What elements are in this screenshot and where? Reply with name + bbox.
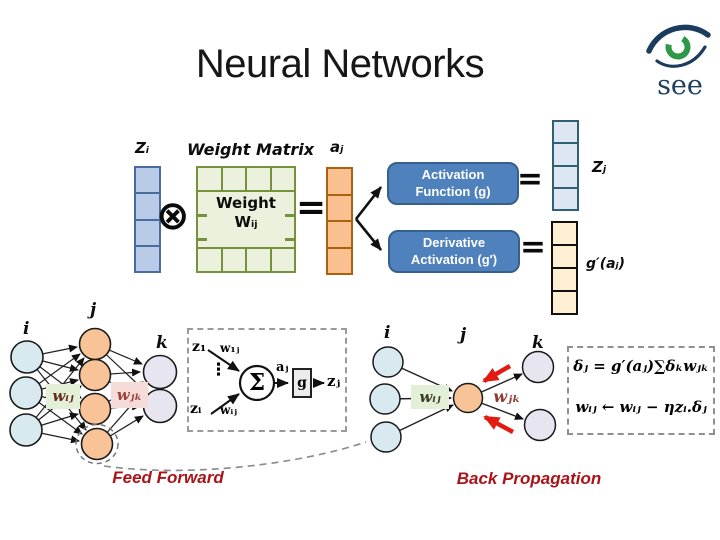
vector-cell: [553, 223, 576, 244]
zj-vector: [552, 120, 579, 211]
activation-function-box: Activation Function (g): [387, 162, 519, 205]
vector-cell: [136, 168, 159, 192]
bp-layer-k-label: k: [532, 333, 544, 353]
slide-title: Neural Networks: [195, 42, 485, 86]
circled-times-icon: ⊗: [156, 193, 190, 239]
eye-icon: [646, 24, 711, 68]
ff-node-i2: [9, 376, 43, 410]
vector-cell: [554, 186, 577, 209]
ff-wjk-label: wⱼₖ: [111, 382, 148, 408]
activation-box-line1: Activation: [421, 166, 485, 182]
detail-w1j-label: w₁ⱼ: [220, 341, 240, 355]
derivative-box-line2: Activation (g′): [410, 251, 498, 267]
detail-dots: ⋮: [210, 360, 227, 380]
activation-box-line2: Function (g): [415, 183, 491, 199]
bp-wij-label: wᵢⱼ: [411, 385, 449, 409]
g-label: g: [297, 375, 307, 391]
ff-node-k2: [142, 388, 178, 424]
back-propagation-caption: Back Propagation: [456, 469, 602, 488]
vector-cell: [554, 164, 577, 187]
ff-layer-j-label: j: [90, 300, 97, 320]
activation-g-box: g: [292, 368, 312, 398]
detail-z1-label: z₁: [192, 339, 207, 355]
equals-sign: =: [520, 229, 546, 265]
detail-wij-label: wᵢⱼ: [220, 403, 237, 417]
ff-node-i3: [9, 413, 43, 447]
matrix-text-line2: Wᵢⱼ: [234, 213, 258, 231]
aj-vector: [326, 167, 353, 275]
bp-layer-j-label: j: [460, 325, 467, 345]
bp-node-k1: [521, 350, 555, 384]
vector-cell: [554, 122, 577, 142]
matrix-bottom-row: [198, 247, 294, 271]
vector-cell: [328, 169, 351, 194]
ff-nodes: [9, 327, 178, 461]
equals-sign: =: [517, 161, 543, 197]
feed-forward-network: [9, 327, 367, 472]
detail-zj-label: zⱼ: [327, 372, 341, 390]
detail-zi-label: zᵢ: [190, 401, 202, 417]
aj-vector-label: aⱼ: [330, 138, 344, 156]
feed-forward-caption: Feed Forward: [112, 468, 224, 487]
weight-update-formula: wᵢⱼ ← wᵢⱼ − ηzᵢ.δⱼ: [575, 398, 707, 416]
bp-node-k2: [523, 408, 557, 442]
g-prime-aj-vector: [551, 221, 578, 315]
vector-cell: [553, 267, 576, 290]
neuron-detail-box: [187, 328, 347, 432]
detail-aj-label: aⱼ: [276, 360, 289, 375]
see-logo: see: [644, 20, 716, 106]
ff-node-i1: [10, 340, 44, 374]
bp-error-arrows: [482, 364, 515, 434]
derivative-box-line1: Derivative: [422, 234, 486, 250]
matrix-top-row: [198, 168, 294, 192]
derivative-activation-box: Derivative Activation (g′): [388, 230, 520, 273]
bp-wjk-label: wⱼₖ: [493, 387, 521, 406]
weight-matrix: Weight Wᵢⱼ: [196, 166, 296, 273]
g-prime-aj-label: g′(aⱼ): [586, 256, 626, 272]
ff-highlight-ellipse: [75, 423, 119, 465]
bp-node-i1: [372, 346, 404, 378]
ff-node-j3: [78, 392, 112, 426]
vector-cell: [328, 193, 351, 221]
ff-zoom-curve: [103, 441, 367, 472]
ff-node-j1: [78, 327, 112, 361]
zi-vector-label: Zᵢ: [135, 139, 150, 157]
ff-node-j4: [80, 427, 114, 461]
ff-layer-k-label: k: [156, 333, 168, 353]
bp-node-i3: [370, 421, 402, 453]
equals-sign: =: [296, 187, 327, 228]
ff-node-k1: [142, 354, 178, 390]
matrix-text-line1: Weight: [216, 194, 276, 212]
delta-formula: δⱼ = g′(aⱼ)∑δₖwⱼₖ: [573, 357, 709, 375]
vector-cell: [328, 220, 351, 247]
vector-cell: [553, 244, 576, 267]
ff-layer-i-label: i: [23, 319, 30, 339]
ff-node-j2: [78, 358, 112, 392]
aj-branch-arrows: [354, 186, 383, 251]
bp-node-j: [452, 382, 484, 414]
zj-vector-label: Zⱼ: [592, 158, 607, 176]
vector-cell: [136, 218, 159, 245]
vector-cell: [553, 290, 576, 313]
sum-circle: [238, 364, 276, 402]
sum-detail-graphics: [207, 349, 325, 415]
logo-text: see: [657, 70, 703, 101]
sum-symbol: Σ: [248, 369, 266, 396]
vector-cell: [136, 244, 159, 271]
back-propagation-network: [369, 346, 557, 453]
bp-nodes: [369, 346, 557, 453]
ff-wij-label: wᵢⱼ: [46, 384, 80, 409]
zi-vector: [134, 166, 161, 273]
vector-cell: [328, 246, 351, 274]
weight-matrix-label: Weight Matrix: [187, 140, 315, 159]
bp-layer-i-label: i: [384, 323, 391, 343]
backprop-formula-box: δⱼ = g′(aⱼ)∑δₖwⱼₖ wᵢⱼ ← wᵢⱼ − ηzᵢ.δⱼ: [567, 346, 715, 435]
bp-node-i2: [369, 383, 401, 415]
vector-cell: [554, 142, 577, 164]
vector-cell: [136, 192, 159, 218]
